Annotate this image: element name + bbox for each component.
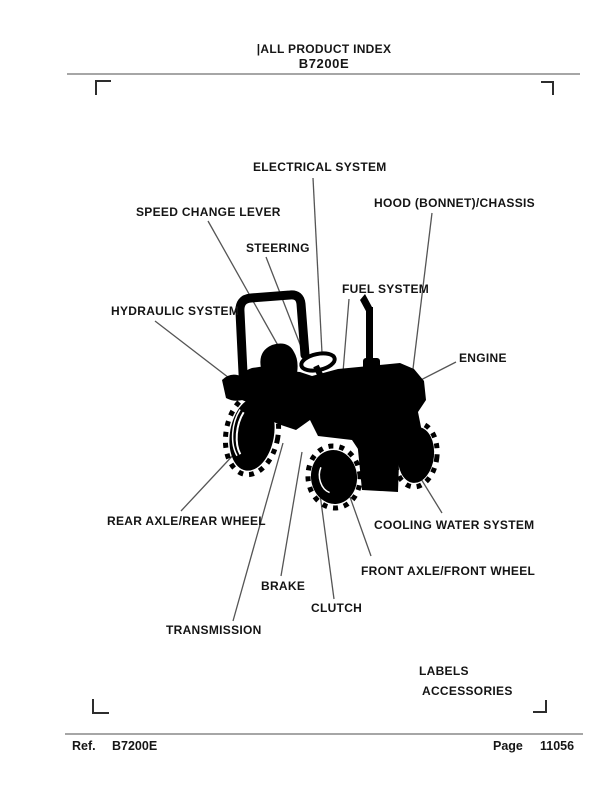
exhaust-pipe-shape — [366, 307, 373, 362]
rear-wheel-shape — [222, 390, 282, 478]
callout-label-clutch[interactable]: CLUTCH — [311, 601, 363, 615]
muffler-shape — [363, 358, 380, 383]
footer-page-label: Page — [493, 739, 523, 753]
callout-line-clutch — [319, 493, 335, 600]
callout-line-front-axle-front-wheel — [349, 496, 372, 557]
callout-label-hydraulic-system[interactable]: HYDRAULIC SYSTEM — [111, 304, 240, 318]
callout-label-hood-bonnet-chassis[interactable]: HOOD (BONNET)/CHASSIS — [374, 196, 535, 210]
footer-page-number: 11056 — [540, 739, 575, 753]
corner-mark-bottom-left — [92, 699, 109, 714]
footer-ref-value: B7200E — [112, 739, 158, 753]
front-far-wheel-shape — [392, 420, 440, 490]
callout-lines — [154, 177, 457, 622]
front-axle-shape — [356, 430, 400, 492]
footer-ref-label: Ref. — [72, 739, 96, 753]
rops-bar-shape — [235, 290, 310, 398]
callout-line-electrical-system — [312, 177, 323, 354]
corner-mark-top-left — [95, 80, 111, 95]
seat-shape — [260, 343, 298, 394]
corner-mark-bottom-right — [533, 700, 547, 713]
header-rule — [67, 73, 580, 75]
callout-line-rear-axle-rear-wheel — [180, 450, 238, 512]
footer-rule — [65, 733, 583, 735]
callout-label-rear-axle-rear-wheel[interactable]: REAR AXLE/REAR WHEEL — [107, 514, 266, 528]
callout-label-accessories[interactable]: ACCESSORIES — [422, 684, 513, 698]
callout-label-labels[interactable]: LABELS — [419, 664, 469, 678]
callout-line-fuel-system — [342, 298, 350, 373]
callout-label-cooling-water-system[interactable]: COOLING WATER SYSTEM — [374, 518, 535, 532]
callout-line-transmission — [232, 442, 284, 622]
callout-label-transmission[interactable]: TRANSMISSION — [166, 623, 262, 637]
callout-line-brake — [280, 451, 303, 577]
corner-mark-top-right — [541, 81, 554, 95]
callout-line-speed-change-lever — [207, 220, 281, 350]
callout-label-fuel-system[interactable]: FUEL SYSTEM — [342, 282, 430, 296]
callout-label-brake[interactable]: BRAKE — [261, 579, 306, 593]
callout-label-speed-change-lever[interactable]: SPEED CHANGE LEVER — [136, 205, 281, 219]
callout-label-electrical-system[interactable]: ELECTRICAL SYSTEM — [253, 160, 387, 174]
model-title: B7200E — [298, 56, 350, 71]
tractor-illustration — [222, 290, 440, 511]
callout-line-hood-bonnet-chassis — [411, 212, 433, 378]
callout-line-cooling-water-system — [417, 473, 443, 514]
callout-label-steering[interactable]: STEERING — [246, 241, 310, 255]
steering-column-shape — [313, 364, 327, 385]
callout-label-front-axle-front-wheel[interactable]: FRONT AXLE/FRONT WHEEL — [361, 564, 536, 578]
page-title: |ALL PRODUCT INDEX — [256, 42, 392, 56]
front-near-wheel-shape — [305, 443, 363, 511]
callout-label-engine[interactable]: ENGINE — [459, 351, 507, 365]
callout-line-steering — [265, 256, 306, 358]
